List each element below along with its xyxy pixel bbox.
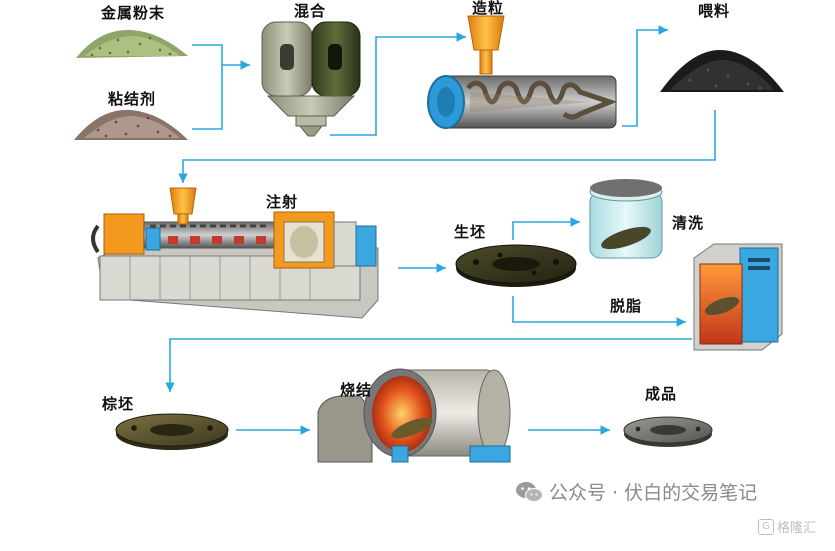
metal-powder-pile <box>76 29 188 58</box>
brand-text: 格隆汇 <box>777 521 817 536</box>
label-granulation: 造粒 <box>472 0 505 17</box>
label-debinding: 脱脂 <box>610 297 643 315</box>
watermark: 公众号 · 伏白的交易笔记 <box>515 478 757 505</box>
arrow-debinding-to-brown <box>165 338 692 392</box>
injection-molding-machine <box>91 187 379 319</box>
binder-pile <box>74 109 188 140</box>
arrow-granulator-to-feedstock <box>622 25 668 127</box>
arrow-powder-to-mixer <box>192 44 250 70</box>
arrow-feedstock-to-injection <box>178 110 716 183</box>
brand-logo-icon: G <box>758 518 774 535</box>
mixer-machine <box>261 21 361 137</box>
label-feedstock: 喂料 <box>698 2 731 20</box>
label-brown-part: 棕坯 <box>102 395 135 413</box>
label-finished-product: 成品 <box>645 385 678 403</box>
watermark-text: 公众号 · 伏白的交易笔记 <box>549 482 758 504</box>
granulator-machine <box>427 15 618 129</box>
label-mixing: 混合 <box>294 2 327 20</box>
label-injection: 注射 <box>266 193 299 211</box>
label-metal-powder: 金属粉末 <box>101 4 166 22</box>
cleaning-jar <box>589 179 663 259</box>
wechat-icon <box>516 481 543 502</box>
brand-mark: G 格隆汇 <box>758 517 816 536</box>
label-green-part: 生坯 <box>454 223 487 241</box>
arrow-greenpart-to-cleaning <box>512 217 580 240</box>
label-binder: 粘结剂 <box>108 90 157 108</box>
arrow-binder-to-mixer <box>192 65 223 130</box>
arrow-mixer-to-granulator <box>330 32 466 136</box>
arrow-greenpart-to-debinding <box>512 296 686 327</box>
label-sintering: 烧结 <box>340 381 373 399</box>
label-cleaning: 清洗 <box>672 214 705 232</box>
feedstock-pile <box>660 50 784 92</box>
flow-arrows <box>165 25 716 435</box>
sintering-furnace <box>317 368 511 463</box>
finished-product-disc <box>623 416 713 447</box>
debinding-oven <box>693 243 783 351</box>
brown-part-disc <box>115 413 229 450</box>
green-part-disc <box>455 244 577 287</box>
